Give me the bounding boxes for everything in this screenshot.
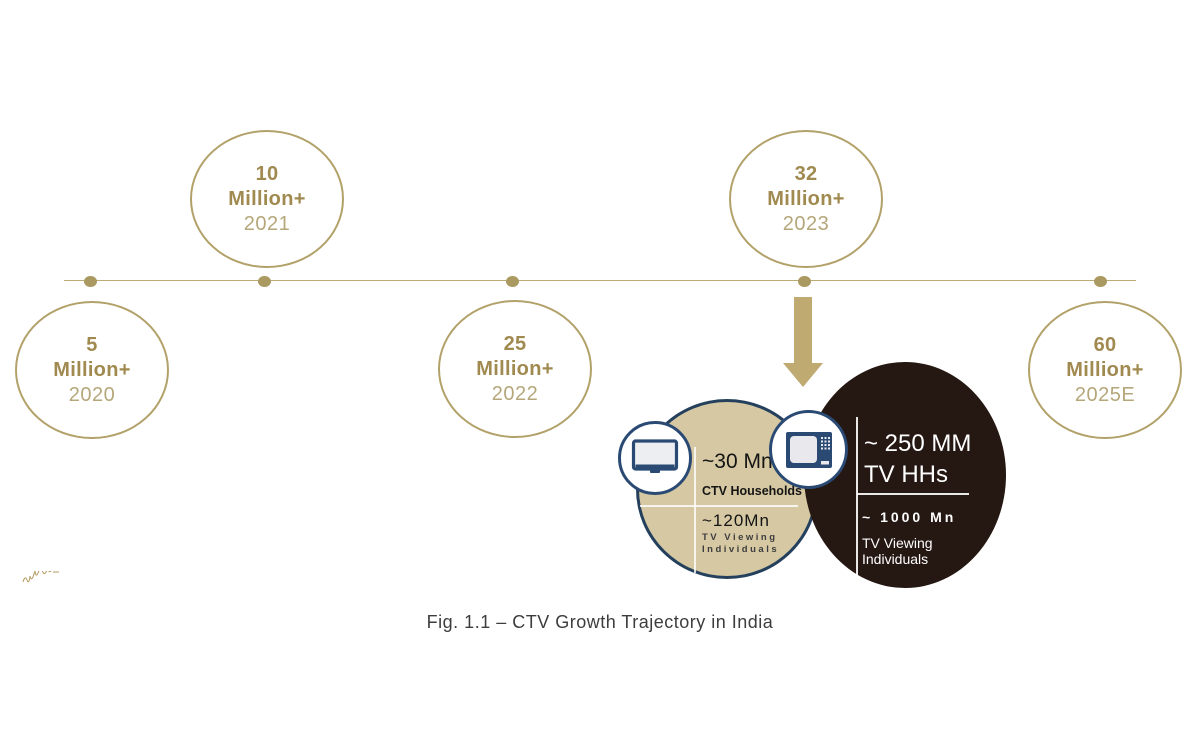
timeline-dot-2022 bbox=[506, 276, 519, 287]
milestone-unit: Million+ bbox=[228, 187, 306, 210]
ctv-viewers-label-2: Individuals bbox=[702, 544, 780, 555]
milestone-circle-2022: 25 Million+ 2022 bbox=[438, 300, 592, 438]
watermark-script-mark bbox=[22, 571, 59, 583]
ctv-households-label: CTV Households bbox=[702, 484, 803, 498]
timeline-dot-2025 bbox=[1094, 276, 1107, 287]
timeline-line bbox=[64, 280, 1136, 281]
tv-viewers-label-1: TV Viewing bbox=[862, 535, 933, 551]
ctv-circle-divider-vertical bbox=[694, 447, 696, 573]
milestone-value: 5 bbox=[86, 333, 98, 356]
ctv-viewers-value: ~120Mn bbox=[702, 511, 770, 530]
milestone-value: 10 bbox=[255, 162, 279, 185]
milestone-value: 25 bbox=[503, 332, 527, 355]
tv-viewers-value: ~ 1000 Mn bbox=[862, 509, 957, 525]
milestone-value: 60 bbox=[1093, 333, 1117, 356]
milestone-circle-2025: 60 Million+ 2025E bbox=[1028, 301, 1182, 439]
milestone-unit: Million+ bbox=[53, 358, 131, 381]
milestone-unit: Million+ bbox=[767, 187, 845, 210]
milestone-circle-2020: 5 Million+ 2020 bbox=[15, 301, 169, 439]
tv-households-value: ~ 250 MM bbox=[864, 430, 972, 457]
timeline-dot-2023 bbox=[798, 276, 811, 287]
milestone-circle-2021: 10 Million+ 2021 bbox=[190, 130, 344, 268]
crt-tv-icon bbox=[785, 431, 832, 468]
milestone-year: 2025E bbox=[1074, 383, 1136, 406]
milestone-year: 2022 bbox=[491, 382, 539, 405]
tv-circle-divider-horizontal bbox=[857, 493, 969, 495]
ctv-viewers-label-1: TV Viewing bbox=[702, 532, 778, 543]
milestone-circle-2023: 32 Million+ 2023 bbox=[729, 130, 883, 268]
milestone-year: 2021 bbox=[243, 212, 291, 235]
milestone-unit: Million+ bbox=[476, 357, 554, 380]
ctv-circle-divider-horizontal bbox=[640, 505, 798, 507]
ctv-icon-badge bbox=[618, 421, 692, 495]
ctv-households-value: ~30 Mn bbox=[702, 450, 773, 473]
milestone-unit: Million+ bbox=[1066, 358, 1144, 381]
milestone-year: 2020 bbox=[68, 383, 116, 406]
timeline-dot-2021 bbox=[258, 276, 271, 287]
tv-circle-divider-vertical bbox=[856, 417, 858, 575]
down-arrow-icon bbox=[783, 297, 823, 387]
milestone-value: 32 bbox=[794, 162, 818, 185]
tv-icon-badge bbox=[769, 410, 848, 489]
figure-caption: Fig. 1.1 – CTV Growth Trajectory in Indi… bbox=[426, 612, 774, 632]
timeline-dot-2020 bbox=[84, 276, 97, 287]
tv-viewers-label-2: Individuals bbox=[862, 551, 929, 567]
flat-screen-tv-icon bbox=[631, 439, 679, 473]
tv-households-label: TV HHs bbox=[864, 461, 948, 488]
milestone-year: 2023 bbox=[782, 212, 830, 235]
